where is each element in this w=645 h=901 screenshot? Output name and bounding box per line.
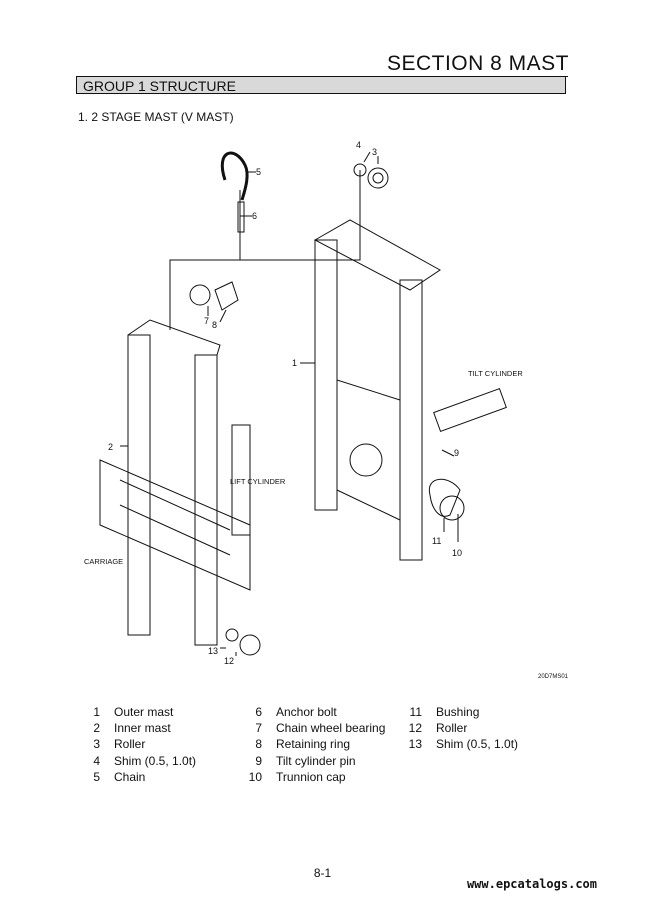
- tilt-cylinder-label: TILT CYLINDER: [468, 369, 523, 378]
- section-title: SECTION 8 MAST: [386, 52, 569, 75]
- callout-1: 1: [292, 358, 297, 368]
- leader-lines: [120, 151, 459, 656]
- lift-cylinder-part: [231, 424, 251, 536]
- carriage-part: [99, 459, 251, 591]
- bottom-roller-part: [239, 634, 261, 656]
- callout-2: 2: [108, 442, 113, 452]
- callout-6: 6: [252, 211, 257, 221]
- carriage-label: CARRIAGE: [84, 557, 123, 566]
- lift-cylinder-label: LIFT CYLINDER: [230, 477, 286, 486]
- group-title: GROUP 1 STRUCTURE: [76, 76, 566, 94]
- anchor-bolt-part: [237, 201, 245, 233]
- retaining-ring-part: [214, 281, 239, 311]
- callout-13: 13: [208, 646, 218, 656]
- callout-7: 7: [204, 316, 209, 326]
- callout-3: 3: [372, 147, 377, 157]
- page-number: 8-1: [313, 866, 332, 880]
- callout-9: 9: [454, 448, 459, 458]
- roller-part: [367, 167, 389, 189]
- callout-11: 11: [432, 536, 441, 546]
- connector-line: [240, 170, 361, 261]
- chain-wheel-bearing-part: [189, 284, 211, 306]
- callout-12: 12: [224, 656, 234, 666]
- inner-mast-rail-left: [127, 334, 151, 636]
- watermark: www.epcatalogs.com: [466, 877, 597, 891]
- callout-10: 10: [452, 548, 462, 558]
- callout-5: 5: [256, 167, 261, 177]
- connector-line: [169, 190, 241, 330]
- subheading: 1. 2 STAGE MAST (V MAST): [78, 110, 234, 124]
- trunnion-cap-part: [428, 478, 461, 517]
- callout-4: 4: [356, 140, 361, 150]
- tilt-cylinder-part: [433, 387, 507, 433]
- outer-mast-rail-right: [399, 279, 423, 561]
- mast-exploded-diagram: 5 6 7 8 1 2 4 3 9 10 11 12 13 TILT CYLIN…: [84, 140, 569, 680]
- bushing-part: [439, 495, 465, 521]
- outer-mast-rail-left: [314, 239, 338, 511]
- bottom-shim-part: [225, 628, 239, 642]
- drawing-code: 20D7MS01: [538, 674, 569, 680]
- callout-8: 8: [212, 320, 217, 330]
- inner-mast-rail-right: [194, 354, 218, 646]
- outer-mast-top-beam: [313, 219, 441, 291]
- chain-part: [220, 151, 249, 201]
- shim-part: [353, 163, 367, 177]
